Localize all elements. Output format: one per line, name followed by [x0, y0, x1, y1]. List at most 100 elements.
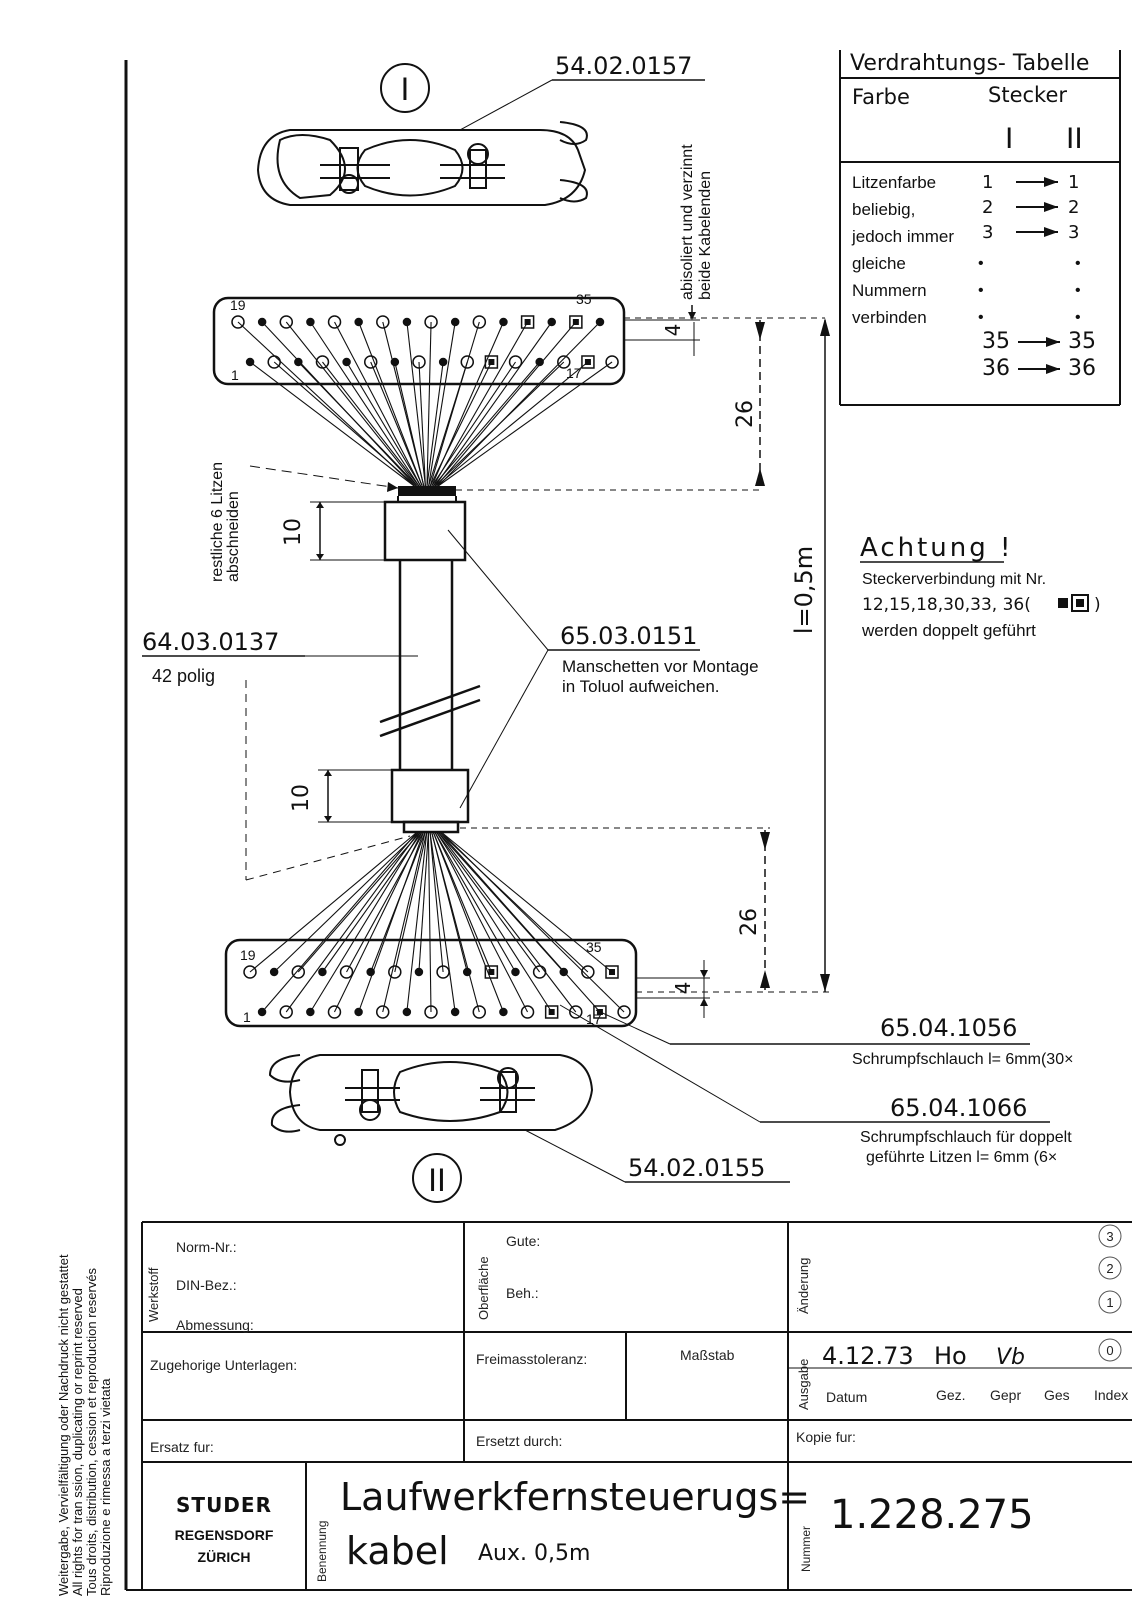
- label-gepr: Gepr: [990, 1387, 1021, 1403]
- label-ges: Ges: [1044, 1387, 1070, 1403]
- lower-wire: [435, 831, 541, 973]
- wiring-note-line: verbinden: [852, 308, 927, 327]
- upper-pin-bottom: [557, 355, 571, 369]
- svg-text:•: •: [978, 309, 984, 326]
- warning-line3: werden doppelt geführt: [861, 621, 1036, 640]
- label-aenderung: Änderung: [796, 1258, 811, 1314]
- lower-shrink-tube: [402, 820, 460, 834]
- label-werkstoff: Werkstoff: [146, 1267, 161, 1322]
- upper-wire: [428, 361, 468, 487]
- lower-wire: [249, 831, 418, 973]
- upper-wire: [434, 361, 565, 487]
- company-city1: REGENSDORF: [175, 1527, 274, 1543]
- wiring-row-arrowhead: [1044, 227, 1058, 237]
- connector-i-numeral: I: [401, 71, 410, 107]
- upper-wire: [434, 321, 553, 487]
- lower-pin-bottom: [617, 1005, 631, 1019]
- label-gute: Gute:: [506, 1233, 540, 1249]
- drawn-by: Ho: [934, 1342, 967, 1370]
- lower-wire: [418, 831, 429, 973]
- connector-i-part-number: 54.02.0157: [555, 52, 692, 80]
- lower-pin-top: [484, 965, 499, 979]
- upper-wire: [309, 321, 420, 487]
- lower-pin-top: [291, 965, 306, 979]
- lower-pin-top: [339, 965, 354, 979]
- drawing-title-1: Laufwerkfernsteuerugs=: [340, 1475, 810, 1519]
- wiring-table-plug-i: I: [1005, 122, 1013, 155]
- lower-pin-bottom: [593, 1005, 607, 1019]
- upper-wire: [394, 361, 425, 487]
- wiring-row-to: 35: [1068, 329, 1096, 354]
- wiring-note-line: jedoch immer: [851, 227, 954, 246]
- upper-wire: [426, 361, 444, 487]
- lower-sleeve: [390, 768, 470, 824]
- lower-pin-bottom: [327, 1005, 342, 1019]
- lower-wire: [358, 831, 425, 1013]
- label-ausgabe: Ausgabe: [796, 1359, 811, 1410]
- wiring-row-arrowhead: [1046, 364, 1060, 374]
- cable-clamp-bottom: [268, 1054, 594, 1146]
- drawing-title-2: kabel: [346, 1529, 449, 1573]
- wiring-row-from: 2: [982, 197, 993, 218]
- strip-note-group: abisoliert und verzinnt beide Kabelenden: [679, 144, 714, 300]
- roman-numeral-circle-ii: [412, 1153, 462, 1203]
- sleeve-note-line1: Manschetten vor Montage: [562, 657, 759, 676]
- label-ersetzt-durch: Ersetzt durch:: [476, 1433, 562, 1449]
- label-datum: Datum: [826, 1389, 867, 1405]
- label-freimass: Freimasstoleranz:: [476, 1351, 587, 1367]
- lower-pin-label-19: 19: [240, 947, 256, 963]
- connector-i-group: I 54.02.0157: [256, 52, 705, 206]
- upper-wire: [437, 321, 601, 487]
- revision-number: 3: [1106, 1229, 1113, 1244]
- dim-pitch-lower: 4: [671, 982, 695, 995]
- cut-note-line1: restliche 6 Litzen: [209, 462, 226, 582]
- upper-wire: [418, 361, 426, 487]
- wiring-row-to: 3: [1068, 222, 1079, 243]
- strip-note-line2: beide Kabelenden: [697, 171, 714, 300]
- lower-wire: [440, 831, 613, 973]
- double-pin-symbol: [1071, 594, 1089, 612]
- svg-text:•: •: [1075, 282, 1081, 299]
- dim-fan-lower: 26: [737, 908, 762, 936]
- upper-wire: [370, 361, 423, 487]
- label-ersatz-fur: Ersatz fur:: [150, 1439, 214, 1455]
- lower-wire: [431, 831, 480, 1013]
- lower-wire: [297, 831, 421, 973]
- revision-circle: [1098, 1290, 1122, 1314]
- lower-wire: [273, 831, 420, 973]
- wiring-row-arrowhead: [1044, 202, 1058, 212]
- wiring-table-col-color: Farbe: [852, 85, 910, 109]
- label-beh: Beh.:: [506, 1285, 539, 1301]
- lower-pin-top: [388, 965, 402, 979]
- label-gez: Gez.: [936, 1387, 966, 1403]
- upper-pin-bottom: [460, 355, 475, 369]
- lower-wire: [427, 831, 432, 1013]
- upper-pin-bottom: [508, 355, 523, 369]
- warning-line2-end: ): [1094, 595, 1101, 615]
- shrink1-part-number: 65.04.1056: [880, 1014, 1017, 1042]
- revision-circle: [1098, 1338, 1122, 1362]
- cut-note-line2: abschneiden: [225, 491, 242, 582]
- connector-ii-numeral: II: [428, 1162, 446, 1198]
- lower-wire: [439, 831, 601, 1013]
- wiring-row-to: 2: [1068, 197, 1079, 218]
- lower-connector: 19 35 1 17: [224, 831, 638, 1028]
- upper-pin-label-35: 35: [576, 291, 592, 307]
- roman-numeral-circle-i: [380, 63, 430, 113]
- connector-ii-group: II 54.02.0155: [268, 1054, 790, 1203]
- upper-wire: [429, 321, 480, 487]
- label-nummer: Nummer: [799, 1526, 813, 1572]
- upper-sleeve: [383, 500, 467, 562]
- lower-pin-label-1: 1: [243, 1009, 251, 1025]
- lower-pin-bottom: [279, 1005, 293, 1019]
- cable-description: 42 polig: [152, 666, 215, 686]
- wiring-note-line: gleiche: [852, 254, 906, 273]
- upper-wire: [285, 321, 418, 487]
- wiring-row-to: 36: [1068, 356, 1096, 381]
- upper-pin-bottom: [581, 355, 595, 369]
- upper-wire: [429, 361, 492, 487]
- sleeve-note-line2: in Toluol aufweichen.: [562, 677, 720, 696]
- lower-pin-top: [243, 965, 257, 979]
- lower-pin-top: [581, 965, 595, 979]
